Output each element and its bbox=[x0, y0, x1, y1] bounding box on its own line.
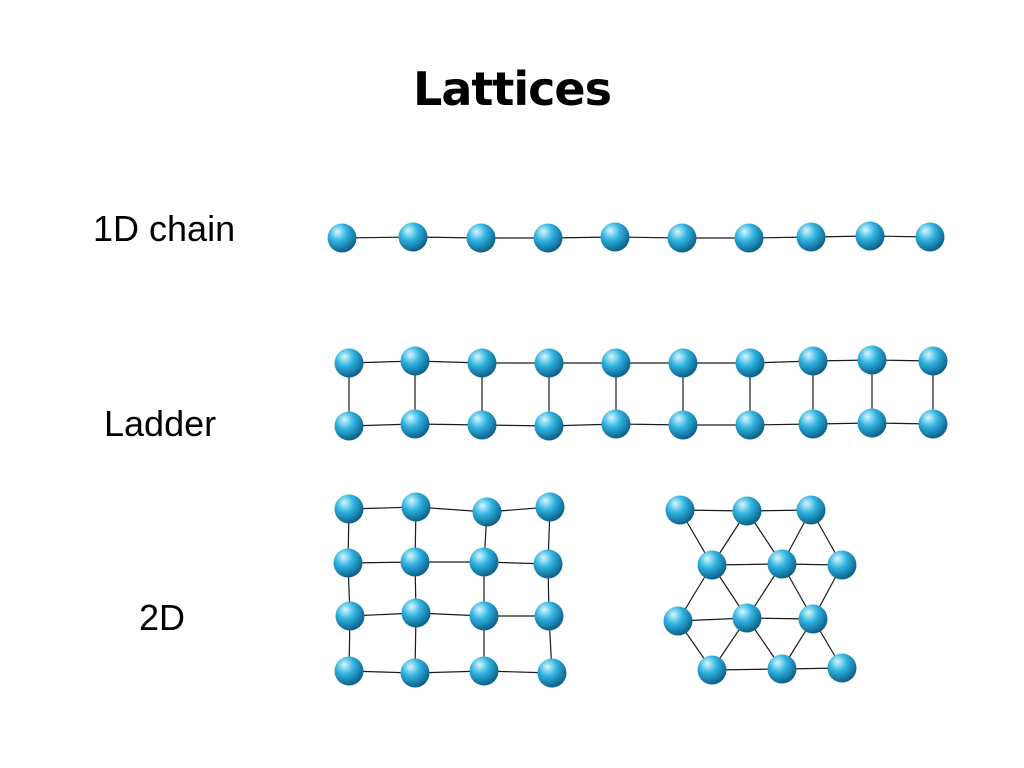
chain-atom bbox=[855, 221, 885, 251]
square-atom bbox=[401, 598, 431, 628]
label-ladder: Ladder bbox=[104, 403, 217, 444]
lattice-ladder bbox=[334, 345, 948, 441]
chain-atom bbox=[466, 223, 496, 253]
square-atom bbox=[334, 494, 364, 524]
ladder-atom bbox=[534, 348, 564, 378]
triangular-atom bbox=[798, 604, 828, 634]
square-atom bbox=[533, 549, 563, 579]
triangular-atom bbox=[767, 654, 797, 684]
slide-title: Lattices bbox=[413, 62, 612, 116]
triangular-atom bbox=[767, 549, 797, 579]
ladder-atom bbox=[798, 346, 828, 376]
ladder-atom bbox=[467, 410, 497, 440]
chain-atom bbox=[398, 222, 428, 252]
ladder-atom bbox=[400, 409, 430, 439]
ladder-atom bbox=[857, 408, 887, 438]
chain-atom bbox=[533, 223, 563, 253]
triangular-atom bbox=[697, 550, 727, 580]
ladder-atom bbox=[857, 345, 887, 375]
chain-atom bbox=[600, 222, 630, 252]
ladder-atom bbox=[467, 348, 497, 378]
triangular-atom bbox=[827, 550, 857, 580]
ladder-atom bbox=[334, 348, 364, 378]
square-atom bbox=[333, 548, 363, 578]
ladder-atom bbox=[798, 409, 828, 439]
square-atom bbox=[401, 492, 431, 522]
ladder-atom bbox=[668, 348, 698, 378]
chain-atom bbox=[327, 223, 357, 253]
lattice-2d-triangular bbox=[663, 495, 857, 685]
ladder-atom bbox=[668, 410, 698, 440]
ladder-atom bbox=[735, 348, 765, 378]
square-atom bbox=[469, 601, 499, 631]
triangular-atom bbox=[732, 603, 762, 633]
chain-atom bbox=[734, 223, 764, 253]
square-atom bbox=[537, 658, 567, 688]
ladder-atom bbox=[918, 346, 948, 376]
square-atom bbox=[469, 547, 499, 577]
ladder-atom bbox=[400, 346, 430, 376]
ladder-atom bbox=[601, 409, 631, 439]
chain-atom bbox=[796, 222, 826, 252]
ladder-atom bbox=[334, 411, 364, 441]
chain-atom bbox=[915, 222, 945, 252]
chain-atom bbox=[667, 223, 697, 253]
square-atom bbox=[534, 601, 564, 631]
square-atom bbox=[334, 656, 364, 686]
ladder-atom bbox=[735, 410, 765, 440]
square-atom bbox=[400, 547, 430, 577]
triangular-atom bbox=[665, 495, 695, 525]
square-atom bbox=[400, 658, 430, 688]
square-atom bbox=[535, 492, 565, 522]
label-2d: 2D bbox=[139, 597, 186, 638]
lattice-1d-chain bbox=[327, 221, 945, 253]
ladder-atom bbox=[534, 411, 564, 441]
triangular-atom bbox=[732, 496, 762, 526]
triangular-atom bbox=[796, 495, 826, 525]
triangular-atom bbox=[697, 655, 727, 685]
label-1d-chain: 1D chain bbox=[93, 208, 236, 249]
lattice-2d-square bbox=[333, 492, 567, 688]
square-atom bbox=[335, 601, 365, 631]
ladder-atom bbox=[918, 409, 948, 439]
triangular-atom bbox=[663, 606, 693, 636]
triangular-atom bbox=[827, 653, 857, 683]
square-atom bbox=[469, 656, 499, 686]
square-atom bbox=[472, 497, 502, 527]
ladder-atom bbox=[601, 348, 631, 378]
